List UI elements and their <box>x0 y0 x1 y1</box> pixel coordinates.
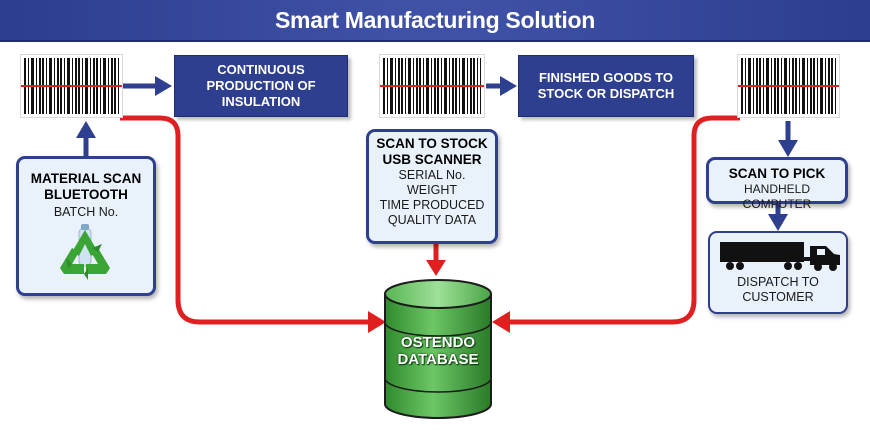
diagram-title: Smart Manufacturing Solution <box>275 6 595 33</box>
barcode-finished <box>737 54 840 118</box>
step-line: CONTINUOUS <box>217 62 305 77</box>
card-detail: HANDHELD COMPUTER <box>742 182 812 211</box>
scan-laser <box>21 85 122 87</box>
barcode-material <box>20 54 123 118</box>
card-title: SCAN TO STOCK <box>376 136 488 151</box>
truck-icon <box>720 242 840 271</box>
card-title: USB SCANNER <box>382 152 482 167</box>
database-cylinder <box>384 279 492 419</box>
database-label: OSTENDO DATABASE <box>385 334 491 368</box>
card-detail: CUSTOMER <box>742 290 814 304</box>
arrow-barcode-to-finished <box>486 76 517 96</box>
database-label-line: OSTENDO <box>400 334 476 351</box>
red-connector-right <box>492 115 740 333</box>
card-title: MATERIAL SCAN <box>30 171 142 186</box>
red-connector-center <box>426 244 446 276</box>
card-detail: TIME PRODUCED <box>379 198 485 212</box>
scan-to-stock-card: SCAN TO STOCK USB SCANNER SERIAL No. WEI… <box>366 129 498 244</box>
recycle-icon <box>60 224 110 280</box>
card-detail: BATCH No. <box>53 205 119 219</box>
card-detail: WEIGHT <box>407 183 457 197</box>
scan-laser <box>738 85 839 87</box>
red-connector-left <box>120 115 386 333</box>
scan-laser <box>380 85 484 87</box>
step-continuous-production: CONTINUOUS PRODUCTION OF INSULATION <box>174 55 348 117</box>
card-title: BLUETOOTH <box>44 187 128 202</box>
barcode-production <box>379 54 485 118</box>
step-line: FINISHED GOODS TO <box>538 70 674 85</box>
database-label-line: DATABASE <box>397 351 479 368</box>
step-line: PRODUCTION OF <box>206 78 316 93</box>
card-title: SCAN TO PICK <box>728 166 826 181</box>
card-detail: QUALITY DATA <box>387 213 477 227</box>
arrow-pick-to-dispatch <box>768 204 788 231</box>
arrow-material-to-barcode <box>76 121 96 156</box>
card-detail: SERIAL No. <box>398 168 466 182</box>
arrow-barcode-to-pick <box>778 121 798 157</box>
title-banner: Smart Manufacturing Solution <box>0 0 870 42</box>
arrow-barcode-to-production <box>123 76 172 96</box>
scan-to-pick-card: SCAN TO PICK HANDHELD COMPUTER <box>706 157 848 211</box>
step-line: STOCK OR DISPATCH <box>537 86 675 101</box>
step-line: INSULATION <box>221 94 301 109</box>
step-finished-goods: FINISHED GOODS TO STOCK OR DISPATCH <box>518 55 694 117</box>
card-detail: DISPATCH TO <box>737 275 819 289</box>
